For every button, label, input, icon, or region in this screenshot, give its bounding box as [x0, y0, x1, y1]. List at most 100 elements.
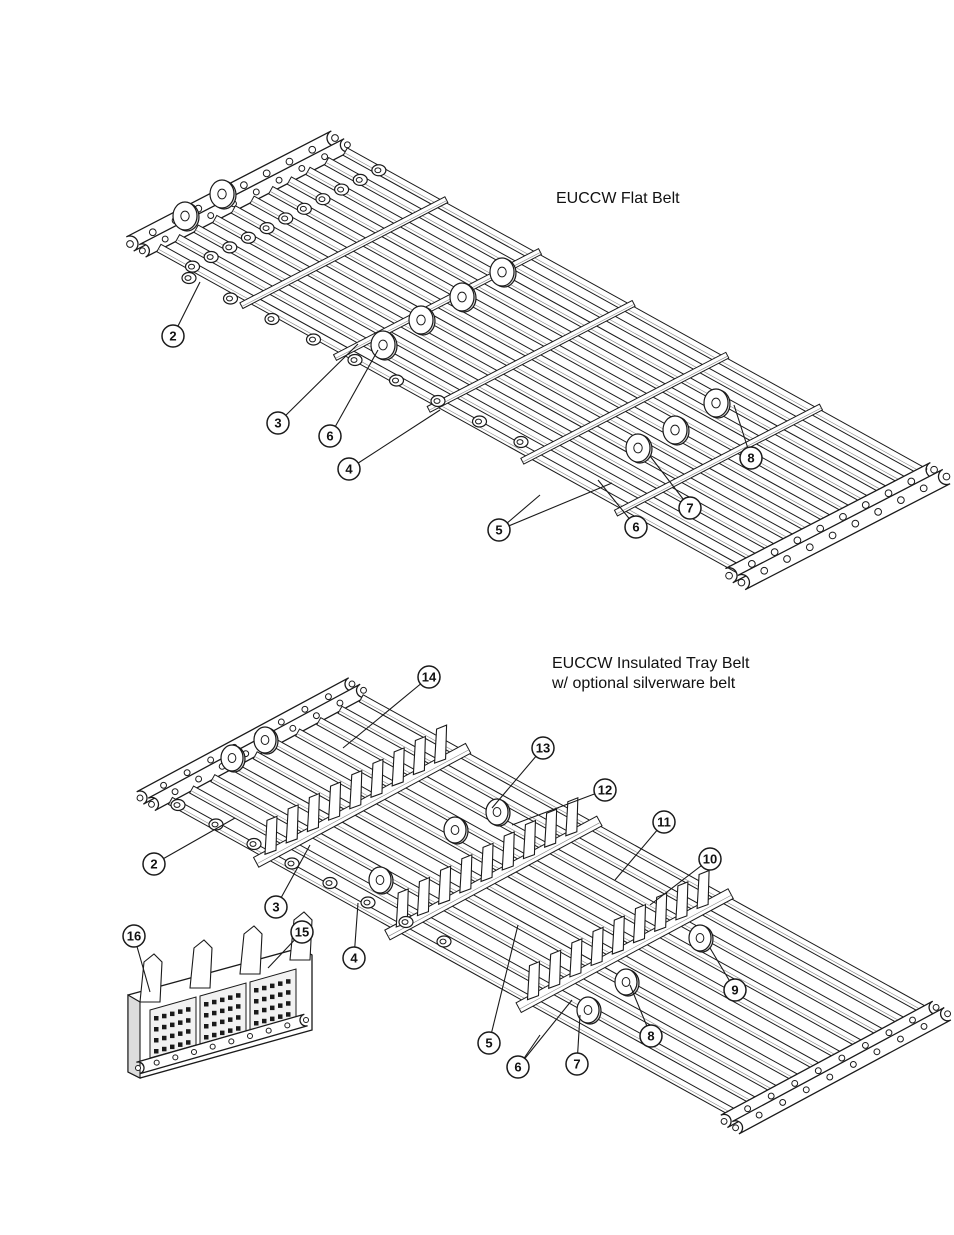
- pan-perforation: [204, 1013, 209, 1018]
- tray-back-chain-inner-pin-hole: [313, 713, 319, 719]
- tray-back-chain-outer: [137, 678, 356, 804]
- pan-perforation: [278, 1014, 283, 1019]
- front-chain-outer-pin-hole: [806, 544, 813, 551]
- pan-perforation: [270, 984, 275, 989]
- pan-perforation: [220, 1031, 225, 1036]
- tray-guide-post: [417, 878, 429, 916]
- tray-front-chain-outer-pin-hole: [898, 1036, 904, 1042]
- pan-perforation: [212, 1011, 217, 1016]
- roller-hub: [671, 425, 679, 435]
- roller-hub: [379, 340, 387, 350]
- silverware-divider: [240, 926, 262, 974]
- callout-leader: [349, 410, 440, 469]
- callout-number: 3: [274, 416, 281, 431]
- rod-end-near-center: [268, 317, 274, 322]
- tray-front-chain-inner-pin-hole: [886, 1030, 892, 1036]
- callout-number: 7: [573, 1057, 580, 1072]
- tray-guide-post: [591, 927, 603, 965]
- silverware-chain-pin-hole: [247, 1033, 252, 1038]
- silverware-belt: [128, 912, 312, 1078]
- tray-roller-hub: [696, 933, 704, 942]
- silverware-chain-pin-hole: [285, 1023, 290, 1028]
- pan-perforation: [204, 1002, 209, 1007]
- pan-perforation: [154, 1027, 159, 1032]
- belt-artwork: [126, 131, 951, 1134]
- pan-perforation: [204, 1024, 209, 1029]
- callout-number: 2: [169, 329, 176, 344]
- tray-rod-end-center: [174, 803, 180, 808]
- tray-guide-post: [265, 816, 277, 854]
- pan-perforation: [254, 999, 259, 1004]
- rod-end-center: [356, 178, 362, 183]
- tray-back-chain-inner-pin-hole: [196, 776, 202, 782]
- tray-roller-hub: [493, 807, 501, 816]
- back-chain-outer-pin-hole: [127, 241, 134, 248]
- pan-perforation: [236, 1015, 241, 1020]
- pan-perforation: [170, 1012, 175, 1017]
- tray-front-chain-inner-pin-hole: [815, 1068, 821, 1074]
- tray-back-chain-outer-pin-hole: [184, 770, 190, 776]
- callout-number: 13: [536, 741, 550, 756]
- tray-front-chain-outer-pin-hole: [945, 1011, 951, 1017]
- roller-hub: [218, 189, 226, 199]
- pan-perforation: [286, 1001, 291, 1006]
- back-chain-outer-pin-hole: [332, 135, 339, 142]
- tray-front-chain-inner-pin-hole: [910, 1017, 916, 1023]
- tray-front-chain-inner-pin-hole: [792, 1080, 798, 1086]
- tray-front-chain-inner-pin-hole: [745, 1106, 751, 1112]
- pan-perforation: [262, 1008, 267, 1013]
- roller-hub: [181, 211, 189, 221]
- pan-perforation: [278, 981, 283, 986]
- tray-guide-post: [697, 870, 709, 908]
- tray-front-chain-inner: [721, 1001, 940, 1127]
- tray-front-chain-inner-pin-hole: [839, 1055, 845, 1061]
- tray-guide-post: [439, 866, 451, 904]
- tray-guide-post: [307, 794, 319, 832]
- rod-end-center: [375, 168, 381, 173]
- tray-guide-post: [286, 805, 298, 843]
- rod-end-center: [300, 206, 306, 211]
- callout-number: 6: [326, 429, 333, 444]
- pan-perforation: [262, 997, 267, 1002]
- rod-end-center: [338, 187, 344, 192]
- front-chain-outer-pin-hole: [943, 473, 950, 480]
- tray-guide-post: [612, 916, 624, 954]
- tray-roller-hub: [622, 977, 630, 986]
- callout-number: 8: [747, 451, 754, 466]
- pan-perforation: [278, 992, 283, 997]
- tray-guide-post: [655, 893, 667, 931]
- pan-perforation: [236, 1004, 241, 1009]
- pan-perforation: [236, 1026, 241, 1031]
- tray-rod-end-center: [364, 900, 370, 905]
- pan-perforation: [178, 1031, 183, 1036]
- front-chain-outer-pin-hole: [784, 556, 791, 563]
- silverware-divider: [190, 940, 212, 988]
- pan-perforation: [254, 988, 259, 993]
- silverware-chain-pin-hole: [173, 1055, 178, 1060]
- tray-front-chain-outer-pin-hole: [921, 1023, 927, 1029]
- callout-number: 4: [350, 951, 358, 966]
- tray-guide-post: [329, 782, 341, 820]
- rod-end-near-center: [227, 296, 233, 301]
- tray-rod-end-center: [440, 939, 446, 944]
- tray-guide-post: [676, 882, 688, 920]
- tray-back-chain-inner-pin-hole: [172, 789, 178, 795]
- tray-guide-post: [570, 939, 582, 977]
- pan-perforation: [186, 1029, 191, 1034]
- callout-number: 16: [127, 929, 141, 944]
- tray-back-chain-inner-pin-hole: [149, 801, 155, 807]
- tray-rod-end-center: [212, 822, 218, 827]
- tray-front-chain-inner-pin-hole: [862, 1042, 868, 1048]
- pan-perforation: [228, 1017, 233, 1022]
- callout-leader: [278, 344, 358, 423]
- tray-rod-end-center: [326, 881, 332, 886]
- rod-end-center: [226, 245, 232, 250]
- tray-front-chain-outer-pin-hole: [733, 1125, 739, 1131]
- pan-perforation: [170, 1045, 175, 1050]
- callout-number: 6: [632, 520, 639, 535]
- tray-guide-post: [549, 950, 561, 988]
- tray-back-chain-outer-pin-hole: [349, 681, 355, 687]
- back-chain-inner-pin-hole: [276, 177, 282, 183]
- silverware-chain-pin-hole: [266, 1028, 271, 1033]
- back-chain-inner-pin-hole: [162, 236, 168, 242]
